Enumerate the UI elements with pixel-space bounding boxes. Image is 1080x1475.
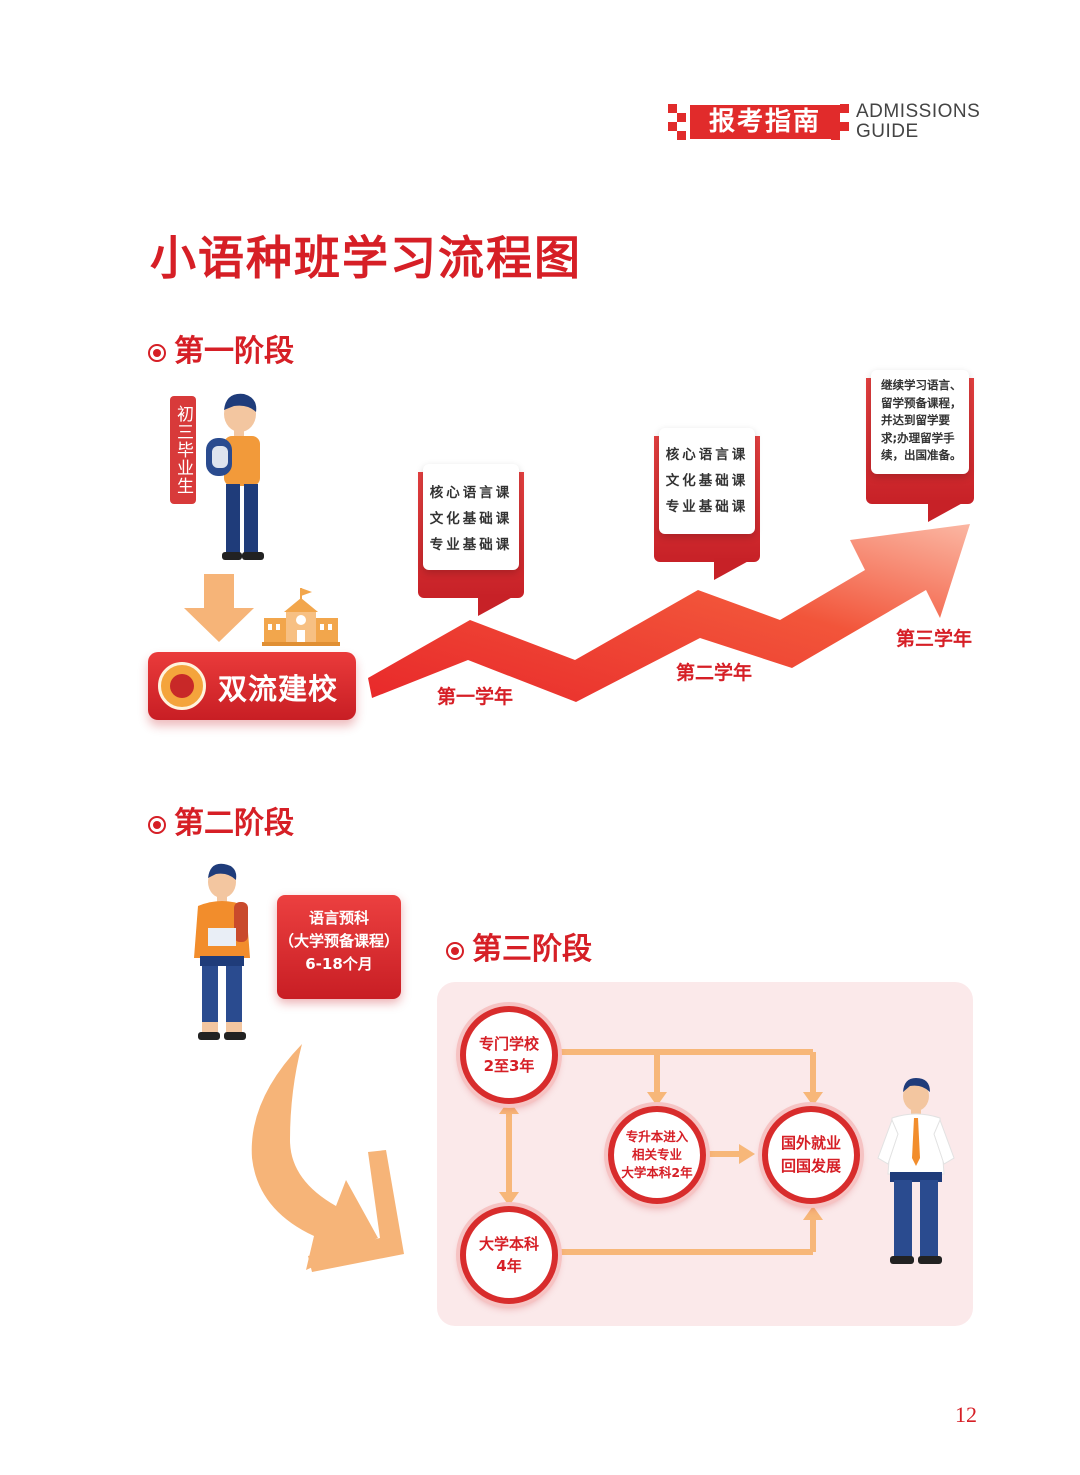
bullet-icon <box>446 941 464 960</box>
year3-label: 第三学年 <box>896 628 973 650</box>
year1-label: 第一学年 <box>437 686 514 708</box>
node-line: 大学本科 <box>478 1235 539 1253</box>
node-line: 专升本进入 <box>625 1129 689 1144</box>
card-pointer <box>478 594 518 616</box>
stage3-label: 第三阶段 <box>472 932 592 967</box>
node-line: 2至3年 <box>483 1057 535 1075</box>
badge-english: ADMISSIONS GUIDE <box>856 102 980 142</box>
node-line: 回国发展 <box>780 1157 841 1175</box>
page-number: 12 <box>955 1402 977 1427</box>
page-title: 小语种班学习流程图 <box>150 231 582 285</box>
node-line: 国外就业 <box>780 1134 841 1152</box>
school-building-icon <box>262 588 340 646</box>
university-node: 大学本科 4年 <box>460 1206 558 1304</box>
node-line: 大学本科2年 <box>621 1165 693 1180</box>
vocational-school-node: 专门学校 2至3年 <box>460 1006 558 1104</box>
node-line: 相关专业 <box>631 1147 682 1162</box>
plan-line: 续，出国准备。 <box>881 448 962 462</box>
year2-card: 核心语言课 文化基础课 专业基础课 <box>654 428 760 580</box>
checker-square <box>668 122 677 131</box>
year1-course-list: 核心语言课 文化基础课 专业基础课 <box>423 464 519 570</box>
bullet-icon <box>148 815 166 834</box>
checker-square <box>831 131 840 140</box>
prep-line: （大学预备课程） <box>278 932 399 950</box>
card-pointer <box>714 558 754 580</box>
prep-line: 6-18个月 <box>305 955 373 973</box>
student-backpack-illustration <box>206 393 264 560</box>
card-pointer <box>928 500 968 522</box>
year3-card: 继续学习语言、 留学预备课程， 并达到留学要 求;办理留学手 续，出国准备。 <box>866 370 974 522</box>
course-line: 核心语言课 <box>665 447 749 463</box>
student-reading-illustration <box>194 863 250 1040</box>
course-line: 专业基础课 <box>429 537 513 553</box>
checker-square <box>840 122 849 131</box>
plan-line: 继续学习语言、 <box>881 378 962 392</box>
bullet-icon <box>148 343 166 362</box>
year3-plan-text: 继续学习语言、 留学预备课程， 并达到留学要 求;办理留学手 续，出国准备。 <box>871 370 969 474</box>
flow-connectors <box>499 1049 823 1255</box>
course-line: 文化基础课 <box>429 511 513 527</box>
plan-line: 留学预备课程， <box>881 395 962 410</box>
plan-line: 并达到留学要 <box>881 413 950 427</box>
badge-title: 报考指南 <box>690 105 840 139</box>
upgrade-bachelor-node: 专升本进入 相关专业 大学本科2年 <box>608 1106 706 1204</box>
school-logo-center <box>170 674 194 698</box>
career-node: 国外就业 回国发展 <box>762 1106 860 1204</box>
year1-card: 核心语言课 文化基础课 专业基础课 <box>418 464 524 616</box>
checker-square <box>677 113 686 122</box>
stage3-heading: 第三阶段 <box>446 924 592 968</box>
node-line: 4年 <box>496 1257 522 1275</box>
student-tag: 初三毕业生 <box>170 396 196 504</box>
stage2-label: 第二阶段 <box>174 806 294 841</box>
stage1-heading: 第一阶段 <box>148 326 294 370</box>
school-logo-icon <box>158 662 206 710</box>
down-arrow-icon <box>184 574 254 642</box>
node-line: 专门学校 <box>478 1035 539 1053</box>
admissions-guide-badge: 报考指南 ADMISSIONS GUIDE <box>668 100 988 144</box>
professional-man-illustration <box>877 1078 955 1264</box>
checker-square <box>840 104 849 113</box>
growth-arrow-icon <box>368 524 970 702</box>
language-prep-card: 语言预科 （大学预备课程） 6-18个月 <box>277 895 401 999</box>
year2-course-list: 核心语言课 文化基础课 专业基础课 <box>659 428 755 534</box>
school-badge: 双流建校 <box>148 652 356 720</box>
year2-label: 第二学年 <box>676 662 753 684</box>
stage2-heading: 第二阶段 <box>148 798 294 842</box>
plan-line: 求;办理留学手 <box>881 430 955 445</box>
school-name: 双流建校 <box>218 672 339 706</box>
course-line: 文化基础课 <box>665 473 749 489</box>
checker-square <box>677 131 686 140</box>
course-line: 专业基础课 <box>665 499 749 515</box>
badge-english-line2: GUIDE <box>856 121 919 142</box>
badge-english-line1: ADMISSIONS <box>856 101 981 122</box>
checker-square <box>668 104 677 113</box>
course-line: 核心语言课 <box>429 485 513 501</box>
checker-square <box>831 113 840 122</box>
curved-arrow-icon <box>251 1044 404 1272</box>
prep-line: 语言预科 <box>308 909 369 927</box>
stage1-label: 第一阶段 <box>174 334 294 369</box>
